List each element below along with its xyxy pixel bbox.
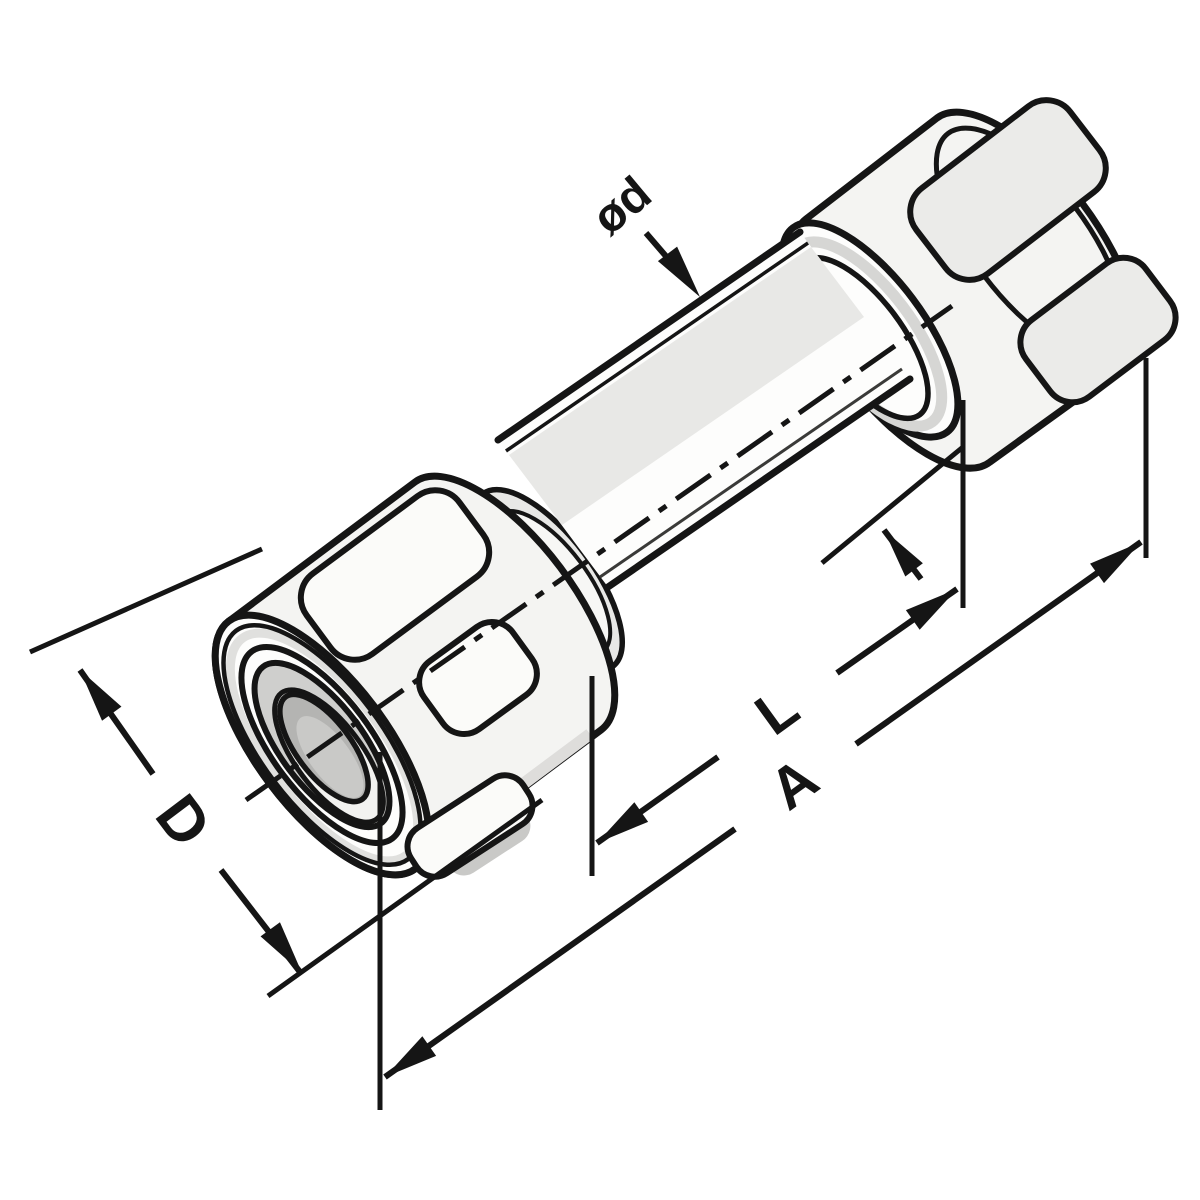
- left-nut-wrench-flat-top: [297, 487, 493, 663]
- left-nut-wrench-flat-rear: [416, 619, 540, 737]
- extension-line-bottom: [266, 797, 544, 999]
- dimension-line-left-seg: [383, 826, 737, 1080]
- arrowhead-right: [905, 589, 957, 630]
- shoulder-pointer-arrowhead: [884, 530, 923, 577]
- collet-bore-highlight: [296, 716, 364, 798]
- arrowhead-left: [597, 802, 649, 843]
- shaft-top-silhouette: [494, 228, 804, 444]
- dim-label-length-overall: A: [758, 745, 830, 822]
- shaft-edge-highlight: [505, 241, 809, 453]
- dimension-shaft-diameter: ød: [583, 167, 700, 297]
- shaft-bottom-silhouette: [604, 375, 914, 591]
- leader-arrowhead: [657, 246, 700, 297]
- right-nut-wrench-flat-side: [1017, 254, 1179, 406]
- dim-label-nut-diameter: D: [142, 782, 224, 859]
- right-nut-wrench-flat-top: [907, 97, 1109, 283]
- arrowhead-lower: [260, 922, 302, 973]
- left-nut-face-ring: [238, 644, 406, 846]
- centerline: [244, 303, 954, 803]
- arrowhead-left: [385, 1036, 437, 1077]
- arrowhead-right: [1090, 542, 1141, 584]
- dimension-line-right-seg: [854, 539, 1143, 747]
- arrowhead-upper: [80, 670, 122, 721]
- left-nut-wrench-flat-bottom: [404, 772, 536, 880]
- shaft-shading-band: [509, 247, 864, 525]
- part-collet-extension: [211, 97, 1179, 880]
- dim-label-length-partial: L: [744, 674, 811, 747]
- extension-line-diagonal: [820, 445, 965, 565]
- shaft-lower-highlight: [599, 367, 903, 579]
- shaft: [494, 228, 914, 591]
- extension-line-top: [28, 546, 264, 655]
